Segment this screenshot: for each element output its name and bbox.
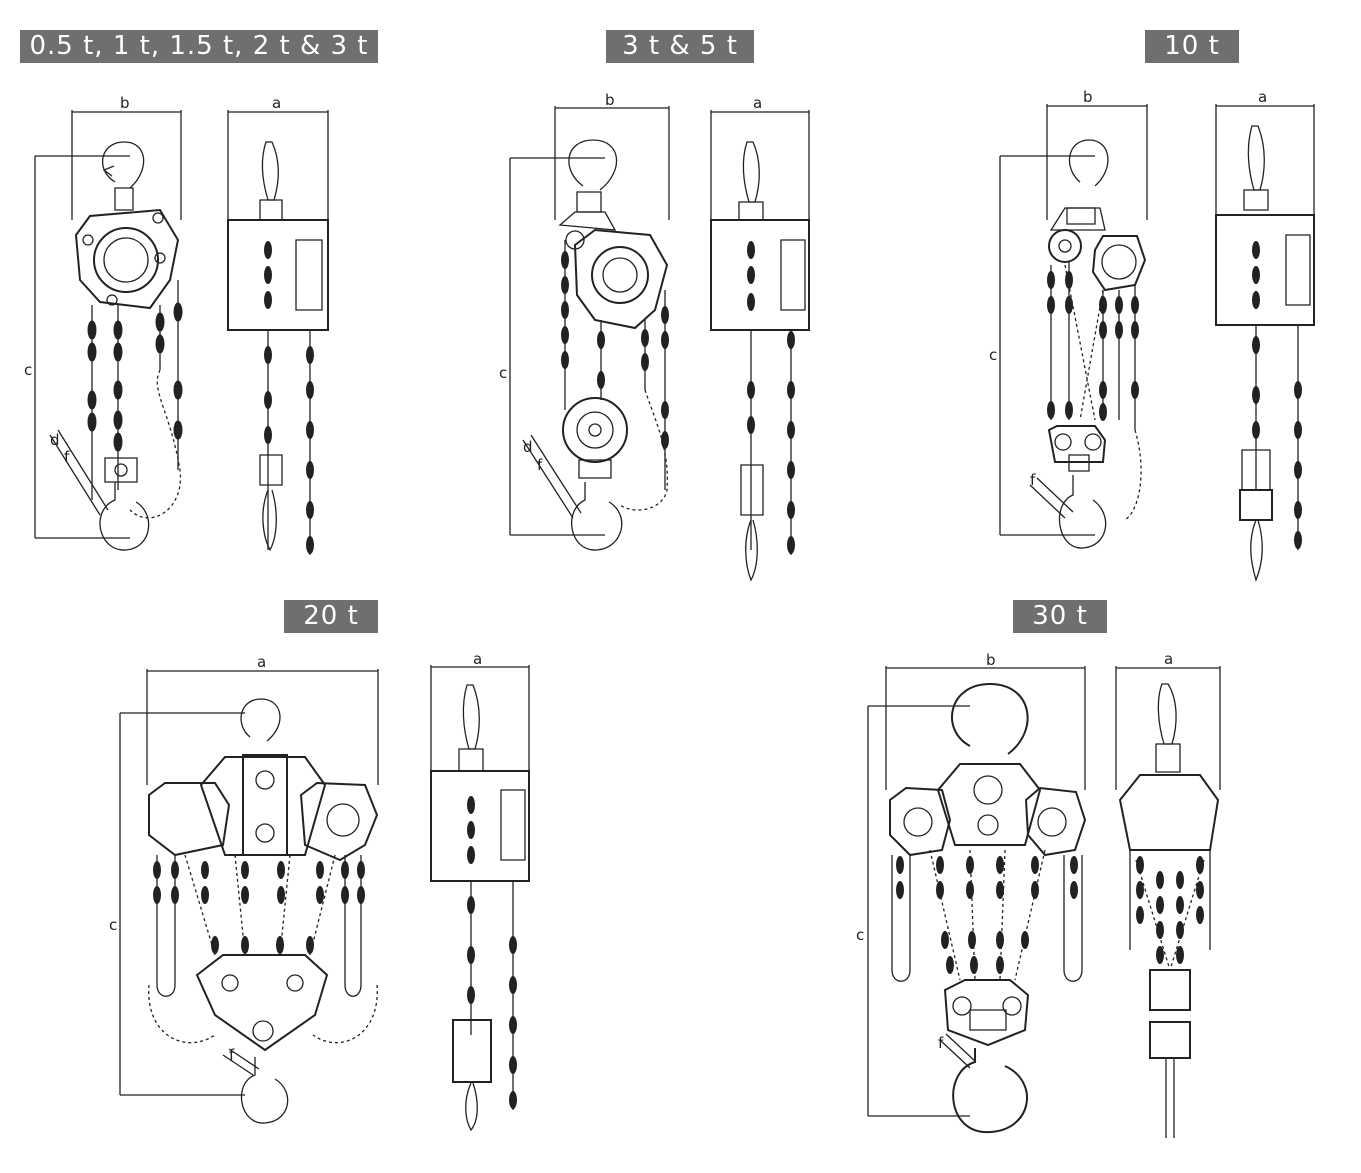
dim-b-10t: b	[1083, 88, 1093, 106]
group-label-small: 0.5 t, 1 t, 1.5 t, 2 t & 3 t	[20, 30, 378, 63]
chain-links-10t-side	[1252, 241, 1302, 549]
dim-f-20t: f	[229, 1046, 235, 1064]
dim-a-30t: a	[1164, 650, 1173, 668]
hoist-side-view-small: a	[222, 94, 342, 560]
group-label-10t: 10 t	[1145, 30, 1239, 63]
dim-d-small: d	[50, 431, 60, 449]
chain-links-10t-front	[1047, 271, 1139, 421]
dim-c-small: c	[24, 361, 32, 379]
dim-c-3-5t: c	[499, 364, 507, 382]
hoist-front-view-30t: b c f	[856, 651, 1095, 1140]
hoist-front-view-small: b c d f	[24, 94, 200, 560]
chain-links-small-front	[88, 303, 182, 451]
dim-a-20t-side: a	[473, 650, 482, 668]
dim-f-30t: f	[938, 1034, 944, 1052]
hoist-side-view-20t: a	[425, 650, 540, 1135]
dim-c-10t: c	[989, 346, 997, 364]
dim-b-3-5t: b	[605, 91, 615, 109]
hoist-front-view-10t: b c f	[989, 88, 1160, 560]
dim-c-20t: c	[109, 916, 117, 934]
dim-a-small: a	[272, 94, 281, 112]
dim-f-3-5t: f	[537, 456, 543, 474]
hoist-side-view-10t: a	[1210, 88, 1325, 590]
chain-links-30t-side	[1136, 856, 1204, 964]
chain-links-small-side	[264, 241, 314, 554]
chain-links-30t-front	[896, 856, 1078, 974]
hoist-side-view-30t: a	[1110, 650, 1230, 1140]
hoist-front-view-20t: a c f	[109, 653, 395, 1125]
hoist-front-view-3-5t: b c d f	[499, 91, 685, 560]
dim-c-30t: c	[856, 926, 864, 944]
dim-a-10t: a	[1258, 88, 1267, 106]
group-label-3-5t: 3 t & 5 t	[606, 30, 754, 63]
chain-links-20t-front	[153, 861, 365, 954]
dim-f-10t: f	[1030, 471, 1036, 489]
group-label-20t: 20 t	[284, 600, 378, 633]
group-label-30t: 30 t	[1013, 600, 1107, 633]
dim-d-3-5t: d	[523, 438, 533, 456]
dim-f-small: f	[64, 448, 70, 466]
chain-links-20t-side	[467, 796, 517, 1109]
dim-a-3-5t: a	[753, 94, 762, 112]
dim-b-small: b	[120, 94, 130, 112]
chain-links-3-5t-side	[747, 241, 795, 554]
hoist-side-view-3-5t: a	[705, 94, 820, 590]
chain-links-3-5t-front	[561, 251, 669, 449]
dim-a-20t-front: a	[257, 653, 266, 671]
dim-b-30t: b	[986, 651, 996, 669]
